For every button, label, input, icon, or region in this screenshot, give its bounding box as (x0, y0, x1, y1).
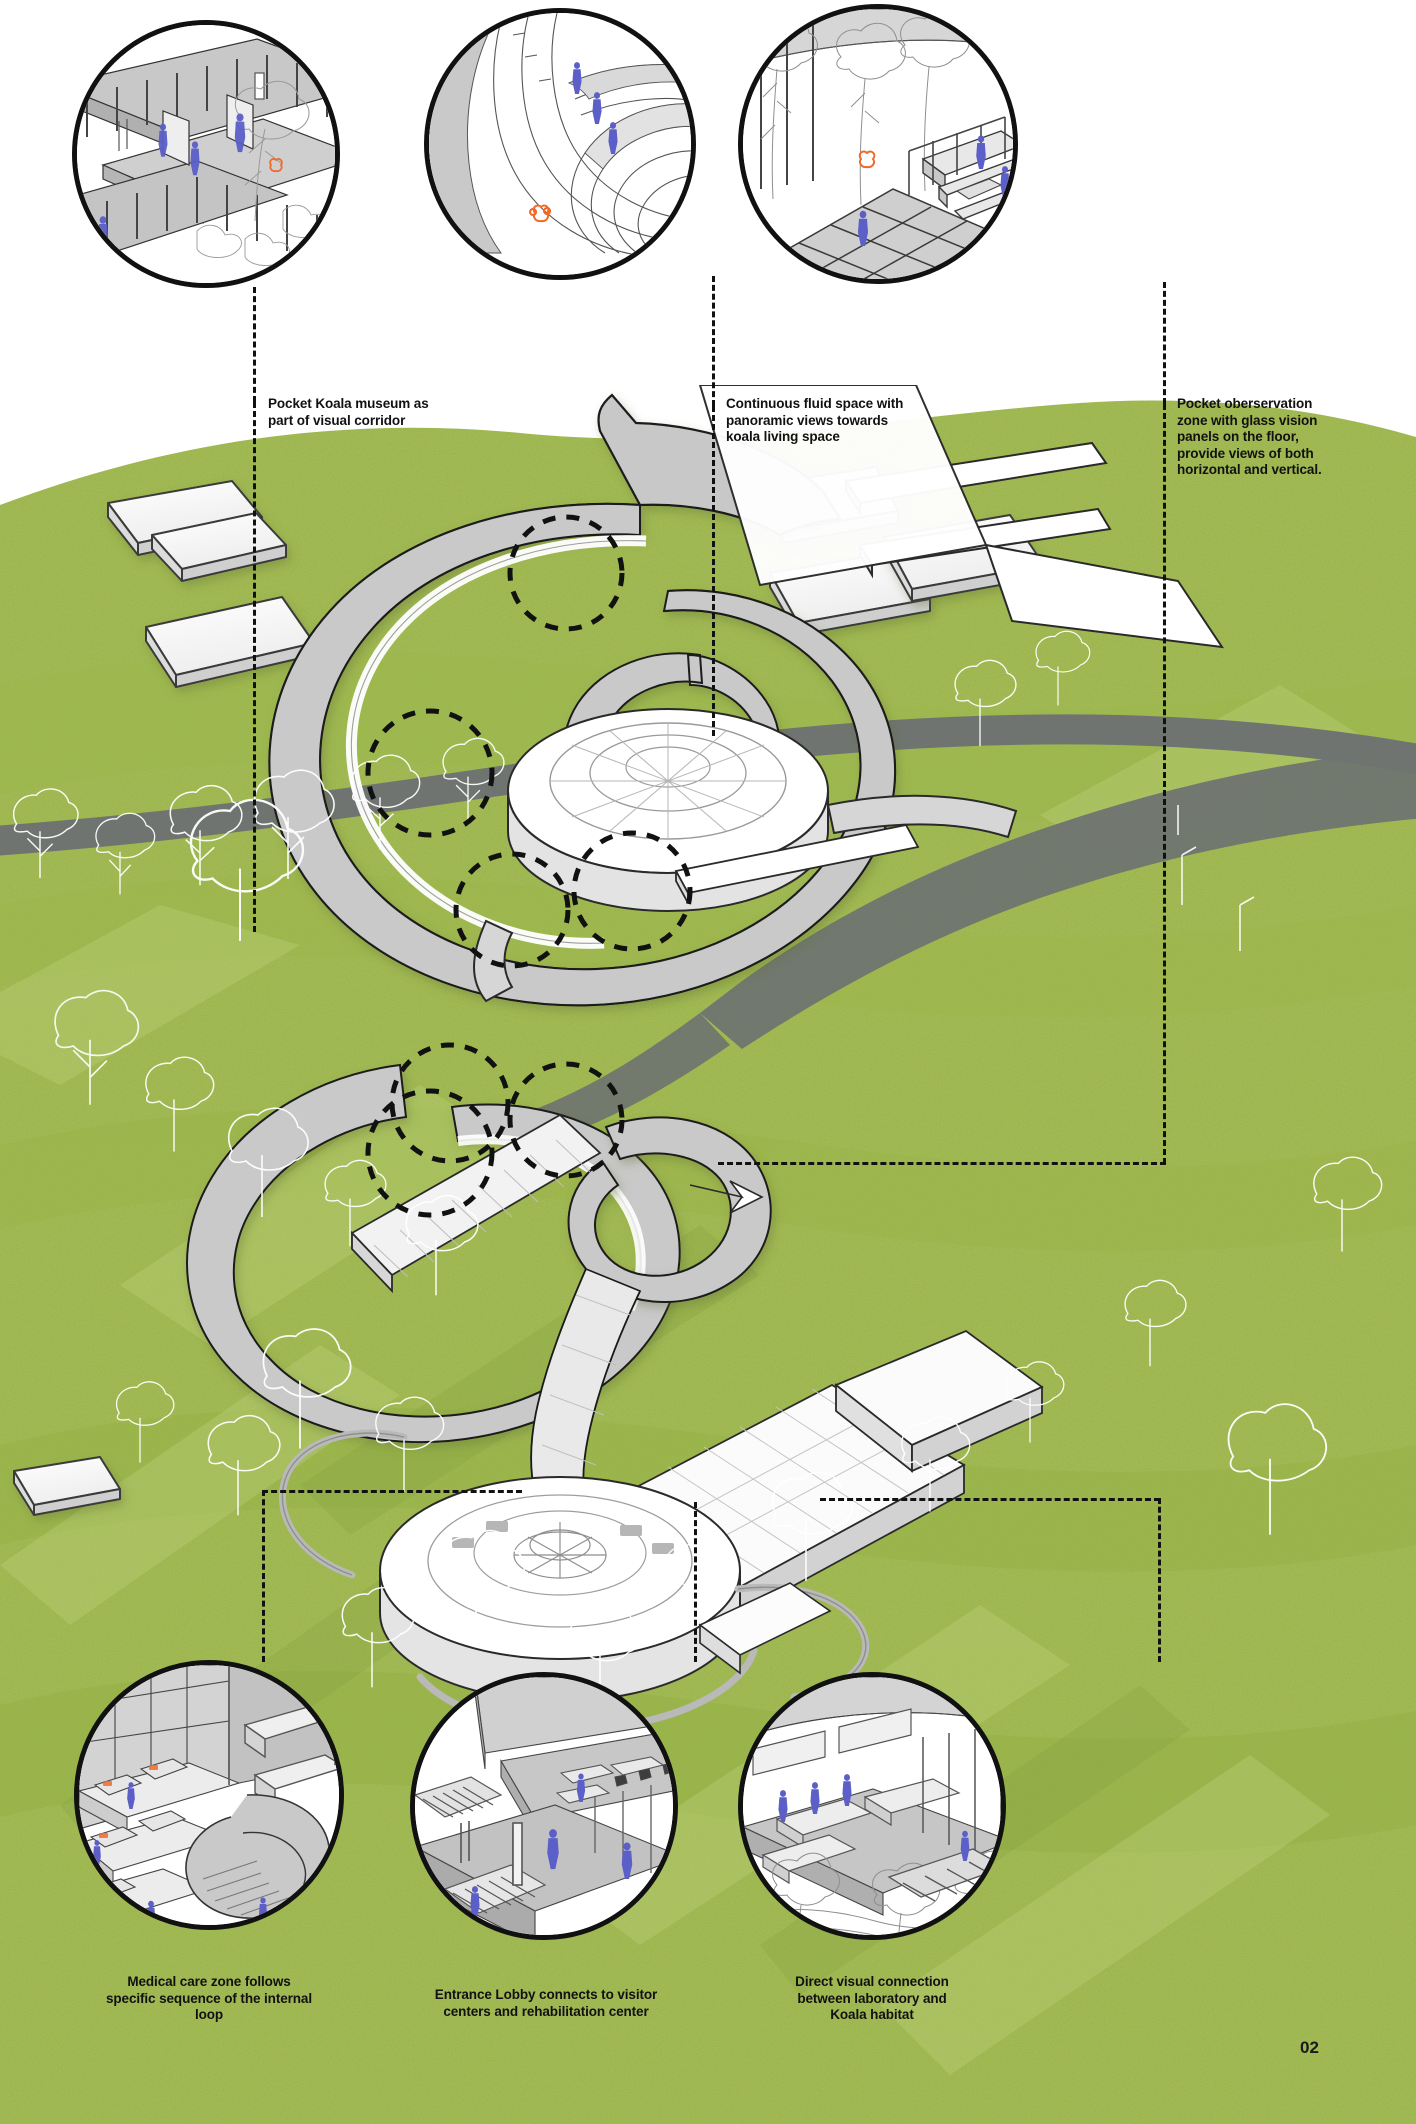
leader-medical-vertical (262, 1490, 265, 1662)
caption-line: Entrance Lobby connects to visitor (434, 1987, 658, 2002)
marker-medical-render (389, 1042, 511, 1164)
caption-line: provide views of both (1177, 445, 1314, 461)
leader-fluid-space-lower (712, 406, 715, 736)
marker-lobby-upper (571, 830, 693, 952)
leader-lab-vertical (1158, 1498, 1161, 1662)
vignette-laboratory-koala-habitat (738, 1672, 1006, 1940)
marker-extra (453, 851, 571, 969)
caption-line: loop (194, 2007, 224, 2022)
caption-line: Continuous fluid space with (726, 396, 904, 411)
caption-line: panels on the floor, (1177, 429, 1299, 444)
caption-line: specific sequence of the internal (105, 1990, 312, 2006)
vignette-pocket-koala-museum (72, 20, 340, 288)
caption-line: part of visual corridor (268, 412, 406, 428)
marker-observation (365, 1088, 495, 1218)
caption-line: Koala habitat (830, 2007, 914, 2022)
caption-line: Medical care zone follows (127, 1974, 291, 1989)
leader-museum-lower (253, 402, 256, 932)
caption-pocket-observation-zone: Pocket oberservation zone with glass vis… (1177, 396, 1407, 479)
leader-observation (1163, 282, 1166, 404)
leader-fluid-space (712, 276, 715, 406)
caption-pocket-koala-museum: Pocket Koala museum as part of visual co… (268, 396, 498, 429)
vignette-continuous-fluid-space (424, 8, 696, 280)
caption-laboratory-koala-habitat: Direct visual connection between laborat… (722, 1974, 1022, 2024)
leader-lobby-vertical (694, 1502, 697, 1662)
caption-line: koala living space (726, 429, 840, 444)
leader-observation-lower (1163, 404, 1166, 1164)
marker-fluid-space (365, 708, 495, 838)
main-aerial-render (0, 385, 1416, 2124)
caption-line: Pocket oberservation (1177, 396, 1313, 411)
caption-line: centers and rehabilitation center (443, 2003, 649, 2019)
caption-line: horizontal and vertical. (1177, 462, 1322, 477)
leader-medical-horizontal (262, 1490, 522, 1493)
vignette-pocket-observation-zone (738, 4, 1018, 284)
caption-line: Pocket Koala museum as (268, 396, 429, 411)
leader-observation-horizontal (718, 1162, 1166, 1165)
vignette-medical-care-zone (74, 1660, 344, 1930)
leader-lab-horizontal (820, 1498, 1160, 1501)
lower-entrance-cluster (278, 1329, 1044, 1733)
page-number: 02 (1300, 2038, 1319, 2057)
vignette-entrance-lobby (410, 1672, 678, 1940)
caption-medical-care-zone: Medical care zone follows specific seque… (59, 1974, 359, 2024)
caption-continuous-fluid-space: Continuous fluid space with panoramic vi… (726, 396, 956, 446)
leader-museum (253, 287, 256, 402)
marker-museum (507, 514, 625, 632)
caption-entrance-lobby: Entrance Lobby connects to visitor cente… (392, 1987, 700, 2020)
caption-line: between laboratory and (797, 1990, 947, 2006)
caption-line: Direct visual connection (795, 1974, 949, 1989)
marker-lab-render (507, 1061, 625, 1179)
caption-line: panoramic views towards (726, 412, 889, 428)
tree-rows (12, 630, 1383, 1706)
caption-line: zone with glass vision (1177, 412, 1318, 428)
